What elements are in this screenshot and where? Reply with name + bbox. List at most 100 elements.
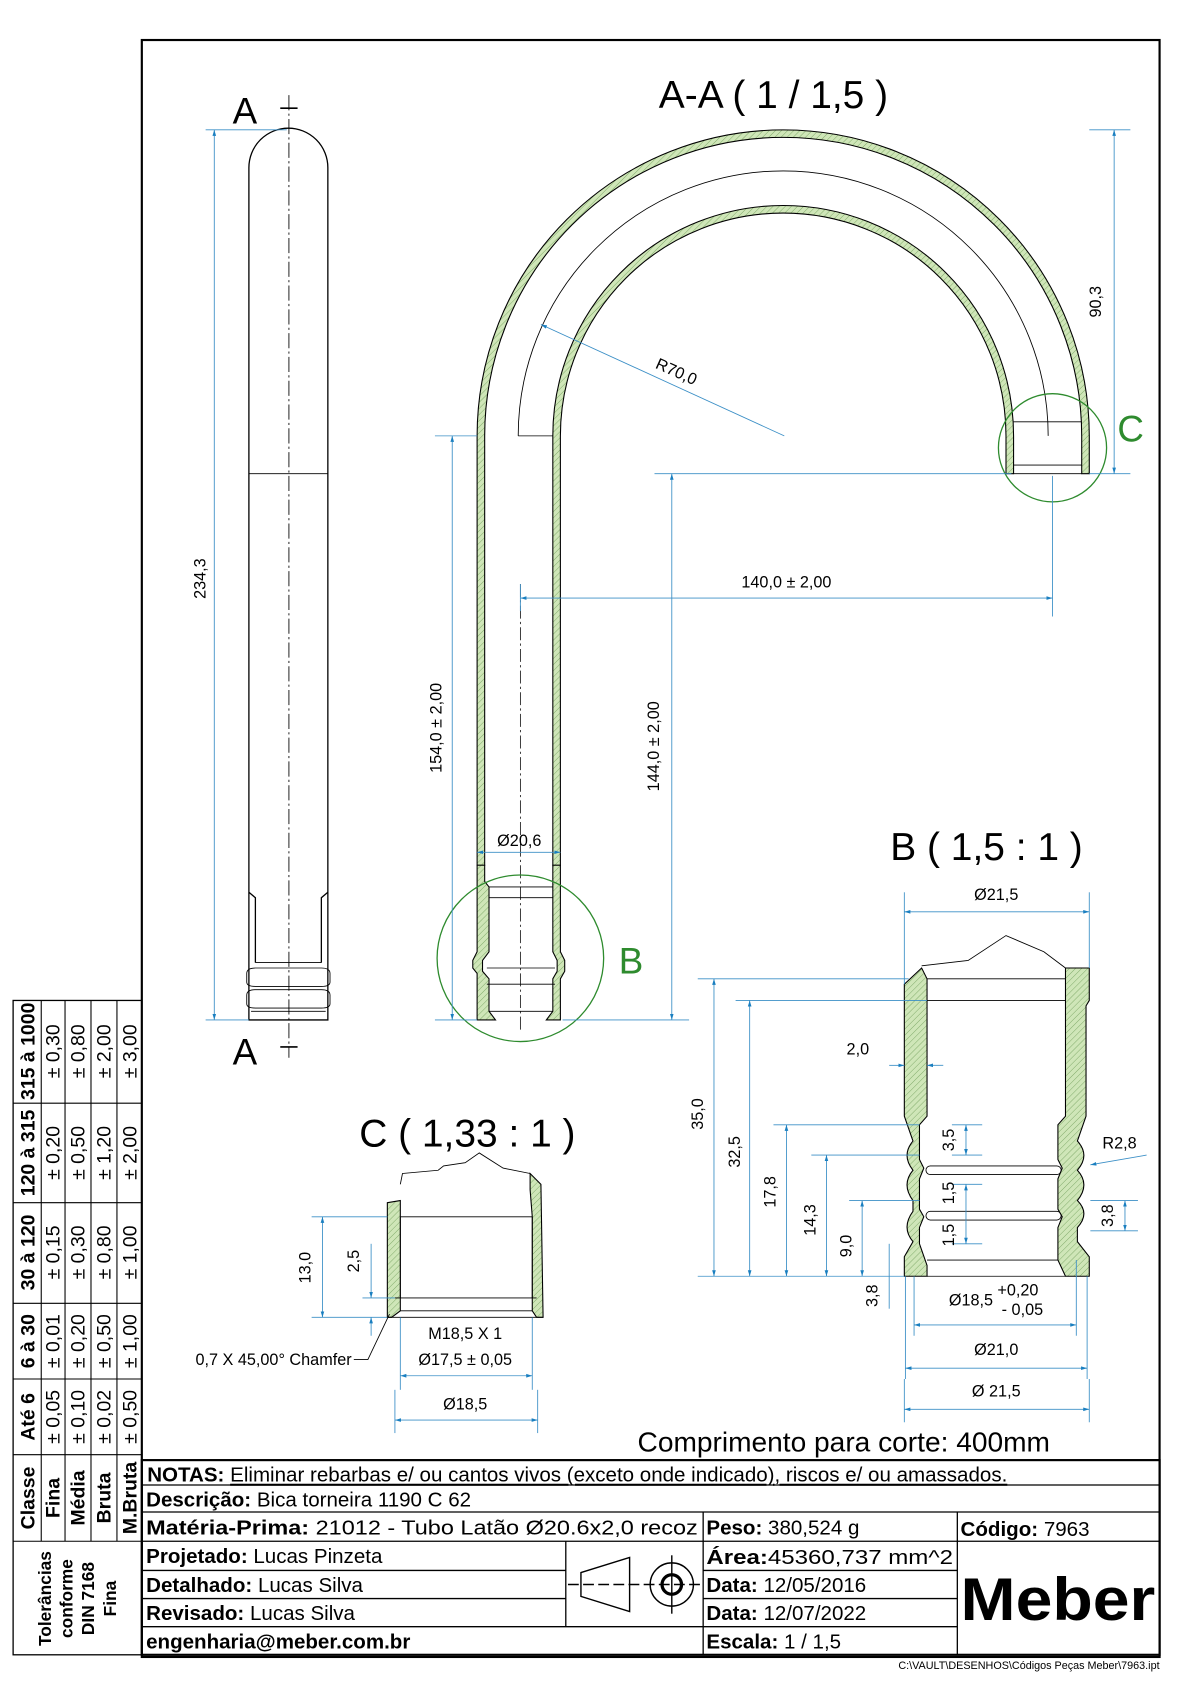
- detail-c-chamfer-note: 0,7 X 45,00° Chamfer: [195, 1351, 352, 1369]
- detail-b-dim-d21-5-top: Ø21,5: [974, 886, 1018, 904]
- weight-label: Peso:: [706, 1517, 762, 1540]
- code-value: 7963: [1044, 1518, 1090, 1541]
- tol-header-315-1000: 315 à 1000: [18, 1002, 40, 1100]
- revised-value: Lucas Silva: [250, 1602, 356, 1625]
- detail-b-dim-3-8-right: 3,8: [1099, 1204, 1117, 1227]
- detail-b-dim-3-5: 3,5: [940, 1129, 958, 1152]
- detail-c-dim-d18-5: Ø18,5: [443, 1395, 487, 1413]
- first-angle-projection-icon: [567, 1555, 701, 1614]
- dimension-90: 90,3: [1087, 286, 1105, 318]
- detail-b-circle: [436, 874, 605, 1043]
- file-path: C:\VAULT\DESENHOS\Códigos Peças Meber\79…: [898, 1660, 1159, 1672]
- dimension-140: 140,0 ± 2,00: [741, 573, 831, 591]
- svg-text:NOTAS: Eliminar rebarbas e/ ou: NOTAS: Eliminar rebarbas e/ ou cantos vi…: [147, 1464, 1007, 1487]
- detail-b-dim-32-5: 32,5: [726, 1136, 744, 1168]
- svg-text:Data: 12/07/2022: Data: 12/07/2022: [706, 1602, 866, 1625]
- detail-b-dim-d18-5: Ø18,5: [949, 1291, 993, 1309]
- svg-text:Data: 12/05/2016: Data: 12/05/2016: [706, 1574, 866, 1597]
- tol-note-line3: DIN 7168: [78, 1562, 98, 1635]
- tol-value: ± 3,00: [119, 1024, 141, 1078]
- tol-value: ± 0,30: [43, 1024, 65, 1078]
- tol-value: ± 0,02: [93, 1390, 115, 1444]
- description-label: Descrição:: [146, 1489, 251, 1512]
- tol-header-ate6: Até 6: [18, 1393, 40, 1441]
- weight-value: 380,524 g: [768, 1517, 859, 1540]
- tol-value: ± 1,20: [93, 1126, 115, 1180]
- dimension-d20-6: Ø20,6: [497, 832, 541, 850]
- detail-c-dim-13: 13,0: [297, 1252, 315, 1284]
- date2-label: Data:: [706, 1602, 757, 1625]
- side-view-tube: A A 234,3: [192, 90, 331, 1072]
- detail-c-dim-d17-5: Ø17,5 ± 0,05: [418, 1351, 512, 1369]
- dimension-length-234: 234,3: [192, 558, 210, 599]
- designed-label: Projetado:: [146, 1545, 248, 1568]
- tol-class-label: Média: [68, 1470, 90, 1525]
- notes-label: NOTAS:: [147, 1464, 224, 1487]
- revised-label: Revisado:: [146, 1602, 244, 1625]
- date2-value: 12/07/2022: [763, 1602, 866, 1625]
- detail-b-title: B ( 1,5 : 1 ): [890, 826, 1083, 869]
- tol-value: ± 0,15: [43, 1225, 65, 1279]
- tol-value: ± 0,10: [68, 1390, 90, 1444]
- tol-value: ± 0,20: [68, 1314, 90, 1368]
- detail-c-dim-2-5: 2,5: [345, 1250, 363, 1273]
- tol-note-line1: Tolerâncias: [35, 1551, 55, 1646]
- tol-value: ± 0,50: [68, 1126, 90, 1180]
- detail-b-dim-1-5-a: 1,5: [940, 1182, 958, 1205]
- tol-note-line4: Fina: [100, 1580, 120, 1616]
- tol-header-120-315: 120 à 315: [18, 1110, 40, 1197]
- cut-length-note: Comprimento para corte: 400mm: [638, 1426, 1050, 1457]
- svg-text:Detalhado: Lucas Silva: Detalhado: Lucas Silva: [146, 1574, 363, 1597]
- svg-text:Código: 7963: Código: 7963: [961, 1518, 1090, 1541]
- svg-text:Matéria-Prima: 21012 - Tubo La: Matéria-Prima: 21012 - Tubo Latão Ø20.6x…: [146, 1517, 698, 1540]
- svg-text:Projetado: Lucas Pinzeta: Projetado: Lucas Pinzeta: [146, 1545, 383, 1568]
- detail-b-tol-minus: - 0,05: [1002, 1301, 1043, 1319]
- tol-value: ± 1,00: [119, 1314, 141, 1368]
- tol-value: ± 0,80: [93, 1225, 115, 1279]
- dimension-144: 144,0 ± 2,00: [645, 701, 663, 791]
- detail-b-dim-2: 2,0: [847, 1041, 870, 1059]
- section-view-aa: A-A ( 1 / 1,5 ) B C 90,3 R70,0 140,0 ± 2…: [427, 74, 1144, 1043]
- section-label-top: A: [233, 90, 258, 131]
- tol-note-line2: conforme: [57, 1559, 77, 1638]
- date1-value: 12/05/2016: [763, 1574, 866, 1597]
- detailed-label: Detalhado:: [146, 1574, 252, 1597]
- tol-value: ± 0,50: [119, 1390, 141, 1444]
- detail-c-thread: M18,5 X 1: [428, 1325, 502, 1343]
- detail-b-dim-d21-5-bottom: Ø 21,5: [972, 1382, 1021, 1400]
- detail-c-view: C ( 1,33 : 1 ) 13,0 2,5 0,7 X 45,00° Cha…: [195, 1112, 576, 1434]
- detail-b-dim-17-8: 17,8: [762, 1176, 780, 1208]
- company-logo: Meber: [961, 1565, 1156, 1633]
- tol-value: ± 0,05: [43, 1390, 65, 1444]
- tolerance-table: Classe Até 6 6 à 30 30 à 120 120 à 315 3…: [12, 999, 143, 1656]
- tol-header-6-30: 6 à 30: [18, 1314, 40, 1368]
- detail-c-title: C ( 1,33 : 1 ): [359, 1112, 575, 1155]
- area-label: Área:: [706, 1546, 767, 1569]
- detail-b-dim-9: 9,0: [837, 1235, 855, 1258]
- svg-text:Área:45360,737 mm^2: Área:45360,737 mm^2: [706, 1546, 953, 1569]
- tolerance-rows: Fina± 0,05± 0,01± 0,15± 0,20± 0,30Média±…: [43, 1024, 142, 1534]
- tol-value: ± 0,80: [68, 1024, 90, 1078]
- tol-class-label: Fina: [43, 1478, 65, 1518]
- svg-text:Escala: 1 / 1,5: Escala: 1 / 1,5: [706, 1630, 841, 1653]
- tol-value: ± 0,20: [43, 1126, 65, 1180]
- detail-b-dim-14-3: 14,3: [802, 1204, 820, 1236]
- detailed-value: Lucas Silva: [258, 1574, 364, 1597]
- tol-value: ± 2,00: [93, 1024, 115, 1078]
- detail-b-dim-d21: Ø21,0: [974, 1341, 1018, 1359]
- detail-c-label: C: [1117, 408, 1144, 449]
- detail-b-view: B ( 1,5 : 1 ) Ø21,5 2,0 35,0 32,5 17,8 1…: [689, 826, 1147, 1423]
- detail-b-label: B: [619, 940, 644, 981]
- detail-b-dim-1-5-b: 1,5: [940, 1224, 958, 1247]
- material-label: Matéria-Prima:: [146, 1517, 309, 1540]
- email: engenharia@meber.com.br: [146, 1630, 410, 1653]
- dimension-r70: R70,0: [653, 355, 700, 389]
- section-label-bottom: A: [233, 1031, 258, 1072]
- designed-value: Lucas Pinzeta: [253, 1545, 383, 1568]
- material-value: 21012 - Tubo Latão Ø20.6x2,0 recoz: [316, 1517, 698, 1540]
- tol-header-30-120: 30 à 120: [18, 1214, 40, 1290]
- code-label: Código:: [961, 1518, 1039, 1541]
- dimension-154: 154,0 ± 2,00: [427, 683, 445, 773]
- tol-class-label: M.Bruta: [119, 1462, 141, 1535]
